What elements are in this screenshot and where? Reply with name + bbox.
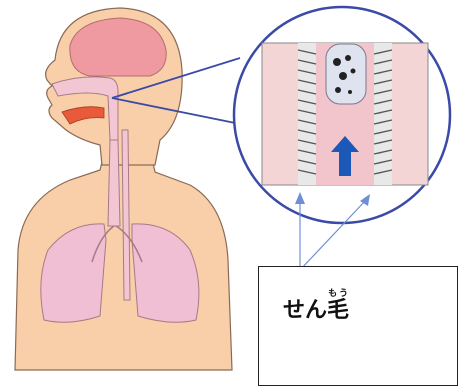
- cilia-label-kanji: 毛もう: [327, 298, 349, 323]
- cilia-label: せん毛もう: [283, 289, 349, 324]
- brain: [70, 18, 166, 76]
- cilia-label-kana: せん: [283, 298, 327, 323]
- esophagus: [122, 130, 130, 300]
- magnified-view: [234, 7, 450, 223]
- cilia-label-box: せん毛もう: [258, 266, 458, 386]
- cilia-label-reading: もう: [327, 289, 349, 299]
- human-body-figure: [15, 8, 232, 370]
- trachea: [108, 140, 120, 226]
